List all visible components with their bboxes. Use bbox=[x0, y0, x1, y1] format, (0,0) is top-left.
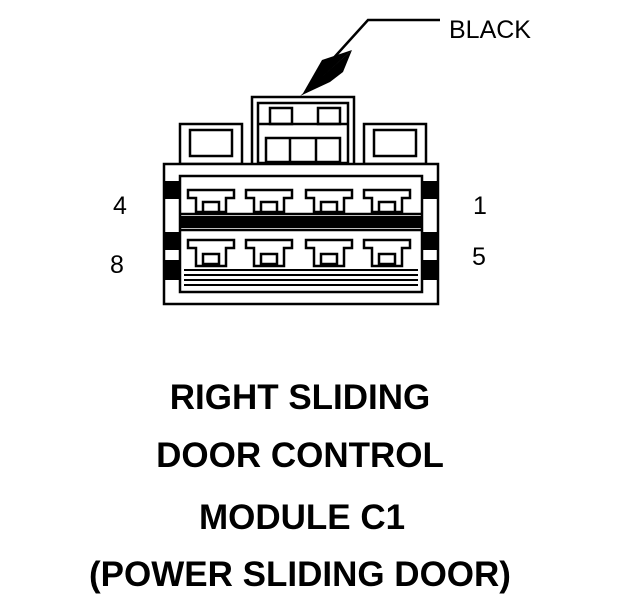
pin-label-8: 8 bbox=[110, 251, 124, 279]
title-line-3: MODULE C1 bbox=[199, 498, 405, 537]
title-line-4: (POWER SLIDING DOOR) bbox=[89, 555, 511, 594]
keying-marks bbox=[164, 181, 438, 280]
cavity-row-bottom bbox=[186, 238, 412, 268]
title-line-2: DOOR CONTROL bbox=[156, 436, 444, 475]
wire-color-label: BLACK bbox=[449, 16, 531, 44]
bottom-ribs bbox=[184, 269, 418, 286]
cavity-row-top bbox=[186, 188, 412, 214]
pin-label-1: 1 bbox=[473, 192, 487, 220]
pin-label-4: 4 bbox=[113, 192, 127, 220]
pin-label-5: 5 bbox=[472, 243, 486, 271]
title-line-1: RIGHT SLIDING bbox=[170, 378, 431, 417]
color-leader bbox=[300, 18, 440, 96]
